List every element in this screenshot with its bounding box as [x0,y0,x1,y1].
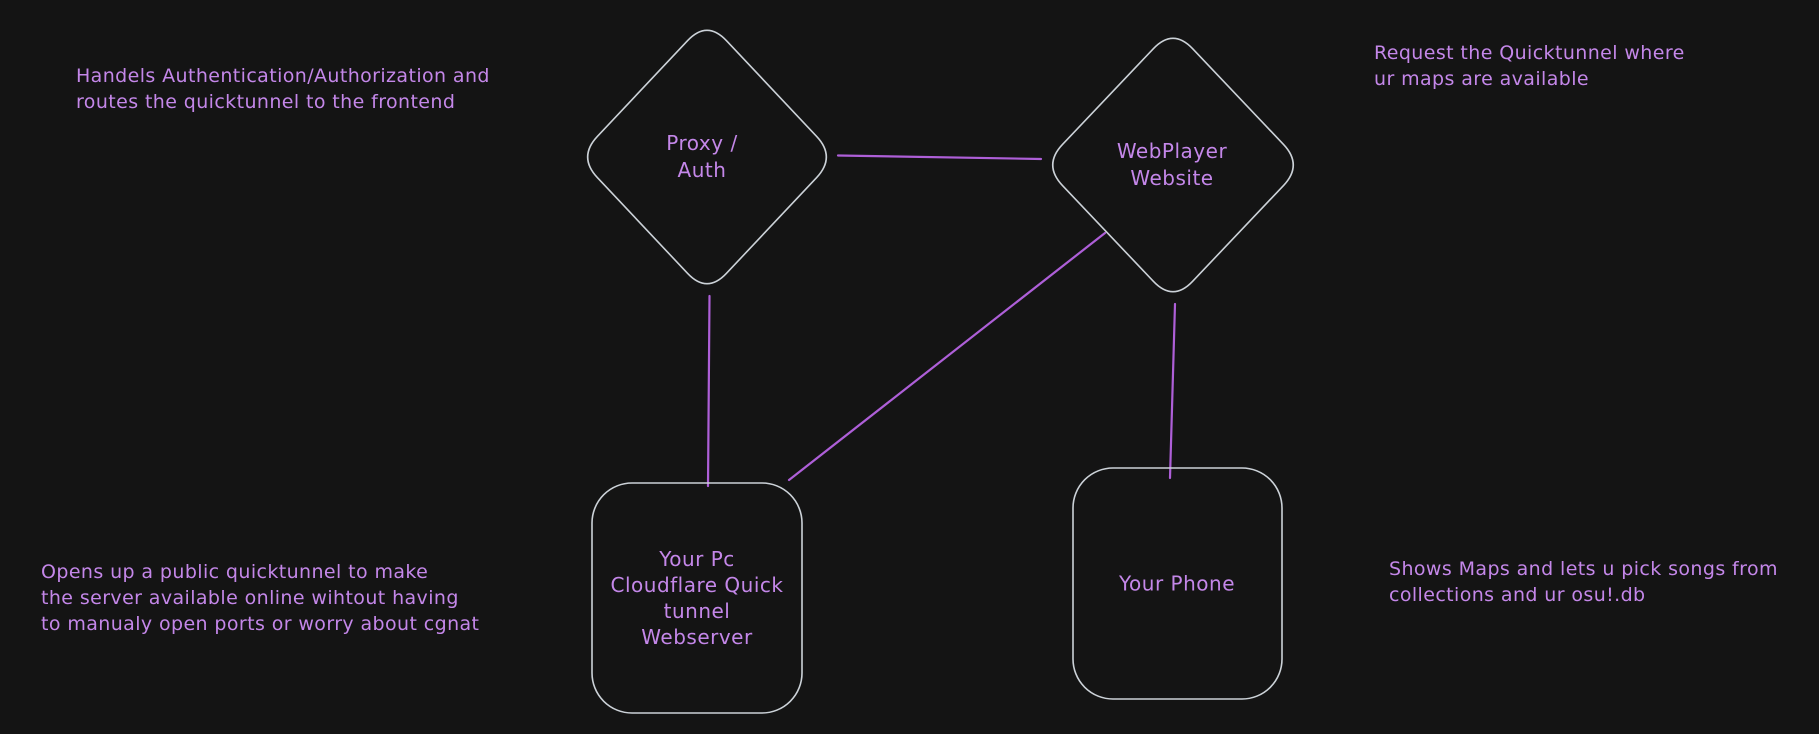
phone-label: Your Phone [1118,571,1236,596]
pc-webserver-label: Your Pc Cloudflare Quick tunnel Webserve… [610,547,784,649]
note-quicktunnel-server[interactable]: Opens up a public quicktunnel to make th… [41,561,480,635]
proxy-auth-label: Proxy / Auth [666,131,738,182]
note-phone-maps[interactable]: Shows Maps and lets u pick songs from co… [1389,558,1778,606]
connector-webplayer-phone[interactable] [1168,302,1177,480]
phone-node[interactable] [1072,467,1283,700]
proxy-auth-node[interactable] [586,29,828,285]
connector-proxy-pcwebserver[interactable] [706,294,711,488]
pc-webserver-node[interactable] [591,482,803,714]
note-webplayer-request[interactable]: Request the Quicktunnel where ur maps ar… [1374,42,1685,90]
connector-proxy-webplayer[interactable] [836,154,1043,161]
note-proxy-auth[interactable]: Handels Authentication/Authorization and… [76,65,490,113]
webplayer-website-node[interactable] [1051,37,1295,293]
webplayer-website-label: WebPlayer Website [1116,139,1228,190]
connector-webplayer-pcwebserver[interactable] [787,231,1107,482]
